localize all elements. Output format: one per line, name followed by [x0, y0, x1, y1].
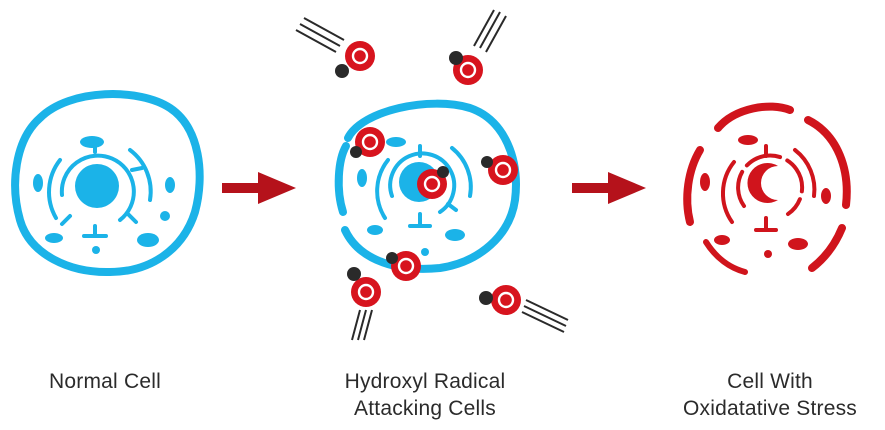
attacked-organelle [367, 225, 383, 235]
stressed-organelle [714, 235, 730, 245]
attacked-organelle [357, 169, 367, 187]
stressed-membrane-fragment [808, 224, 846, 272]
attacked-outer-ring [450, 146, 473, 198]
arrow-right-icon [222, 172, 296, 204]
stressed-cell-caption: Cell With Oxidatative Stress [660, 368, 880, 422]
stressed-organelle [700, 173, 710, 191]
normal-organelle [165, 177, 175, 193]
stressed-nucleus [747, 162, 778, 203]
caption-line: Hydroxyl Radical [344, 370, 506, 393]
normal-organelle [45, 233, 63, 243]
caption-line: Oxidatative Stress [683, 397, 857, 420]
stressed-organelle [821, 188, 831, 204]
stressed-er-line [754, 144, 778, 232]
stressed-organelle [738, 135, 758, 145]
hydrogen-atom [347, 267, 361, 281]
normal-organelle [92, 246, 100, 254]
stressed-membrane-fragment [683, 146, 704, 226]
caption-line: Attacking Cells [354, 397, 496, 420]
attacked-organelle [445, 229, 465, 241]
attacked-outer-ring [375, 158, 390, 220]
normal-organelle [160, 211, 170, 221]
motion-lines [351, 309, 373, 341]
hydrogen-atom [437, 166, 449, 178]
hydroxyl-radical-icon [449, 9, 507, 87]
normal-cell-caption: Normal Cell [10, 368, 200, 395]
hydroxyl-radical-icon [295, 17, 377, 78]
stressed-organelle [764, 250, 772, 258]
normal-nucleus [75, 164, 119, 208]
caption-line: Cell With [727, 370, 813, 393]
motion-lines [473, 9, 507, 53]
hydrogen-atom [335, 64, 349, 78]
stressed-membrane-fragment [804, 116, 851, 209]
normal-inner-ring [59, 153, 136, 222]
arrow-right-icon [572, 172, 646, 204]
motion-lines [521, 299, 569, 333]
hydroxyl-radical-icon [350, 125, 387, 159]
stressed-membrane-fragment [703, 239, 748, 275]
hydrogen-atom [449, 51, 463, 65]
stressed-organelle [788, 238, 808, 250]
normal-organelle [80, 136, 104, 148]
hydrogen-atom [350, 146, 362, 158]
attacked-inner-ring [388, 151, 457, 214]
hydrogen-atom [479, 291, 493, 305]
stressed-membrane-fragment [714, 102, 794, 132]
attacked-er-line [408, 144, 458, 228]
caption-line: Normal Cell [49, 370, 161, 393]
hydroxyl-radical-icon [386, 249, 423, 283]
attacked-cell-caption: Hydroxyl Radical Attacking Cells [330, 368, 520, 422]
normal-cell-membrane [11, 90, 204, 277]
hydroxyl-radical-icon [481, 153, 520, 187]
normal-cell-icon [11, 90, 204, 277]
normal-outer-ring [47, 158, 62, 220]
motion-lines [295, 17, 345, 53]
normal-organelle [33, 174, 43, 192]
stressed-outer-ring [720, 160, 736, 224]
stressed-cell-icon [683, 102, 851, 275]
stressed-inner-ring [736, 153, 805, 216]
attacked-organelle [421, 248, 429, 256]
hydrogen-atom [481, 156, 493, 168]
attacked-cell-membrane [334, 142, 350, 216]
hydroxyl-radical-icon [415, 166, 449, 201]
normal-er-line [60, 138, 144, 238]
normal-outer-ring [128, 148, 153, 202]
stressed-outer-ring [793, 148, 817, 198]
attacked-organelle [386, 137, 406, 147]
hydroxyl-radical-icon [479, 283, 569, 333]
hydroxyl-radical-icon [347, 267, 383, 341]
normal-organelle [137, 233, 159, 247]
hydrogen-atom [386, 252, 398, 264]
